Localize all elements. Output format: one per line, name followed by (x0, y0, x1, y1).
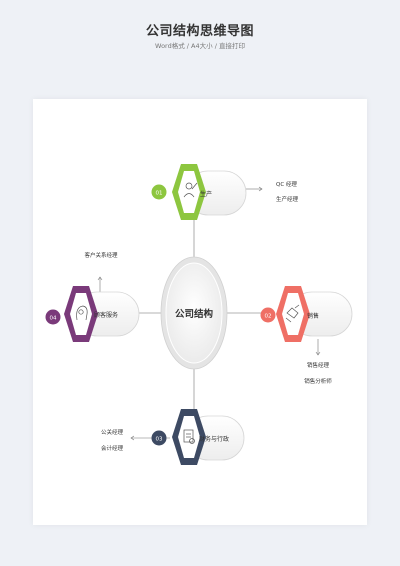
center-label: 公司结构 (175, 308, 214, 320)
center-node: 公司结构 (160, 256, 228, 370)
arrow-head-02 (315, 351, 321, 356)
node-02-badge (260, 307, 276, 323)
arrow-head-01 (258, 186, 263, 192)
node-01-badge (151, 184, 167, 200)
handshake-icon (285, 304, 300, 323)
node-04-badge (45, 309, 61, 325)
list-item: 生产经理 (276, 195, 299, 203)
gear-head-icon (76, 305, 88, 321)
arrow-head-03 (130, 435, 135, 441)
node-03-label: 财务与行政 (199, 435, 229, 443)
node-03: 03 财务与行政 (151, 409, 245, 465)
page-title: 公司结构思维导图 (145, 24, 254, 39)
node-03-badge (151, 430, 167, 446)
list-item: 公关经理 (101, 428, 124, 436)
list-item: QC 经理 (276, 180, 297, 188)
node-02-number: 02 (265, 314, 272, 320)
node-02-items: 销售经理 销售分析师 (304, 361, 332, 385)
list-item: 客户关系经理 (84, 251, 118, 259)
list-item: 销售经理 (307, 361, 330, 369)
node-04-label: 顾客服务 (94, 311, 118, 319)
list-item: 会计经理 (101, 444, 124, 452)
list-item: 销售分析师 (304, 377, 332, 385)
node-01-items: QC 经理 生产经理 (276, 180, 299, 203)
node-02: 02 销售 (260, 286, 353, 342)
node-04-items: 客户关系经理 (84, 251, 118, 259)
node-04-number: 04 (50, 316, 57, 322)
node-03-items: 公关经理 会计经理 (101, 428, 124, 452)
node-04: 04 顾客服务 (45, 286, 140, 342)
page-subtitle: Word格式 / A4大小 / 直接打印 (155, 42, 245, 50)
node-01-number: 01 (156, 191, 163, 197)
page-header: 公司结构思维导图 Word格式 / A4大小 / 直接打印 (0, 0, 400, 90)
engineer-icon (183, 182, 198, 198)
arrow-head-04 (97, 276, 103, 281)
node-03-number: 03 (156, 437, 163, 443)
node-01: 01 生产 (151, 164, 247, 220)
node-02-label: 销售 (307, 312, 319, 320)
finance-icon (183, 429, 195, 444)
node-01-label: 生产 (200, 190, 212, 198)
connectors (139, 218, 262, 410)
